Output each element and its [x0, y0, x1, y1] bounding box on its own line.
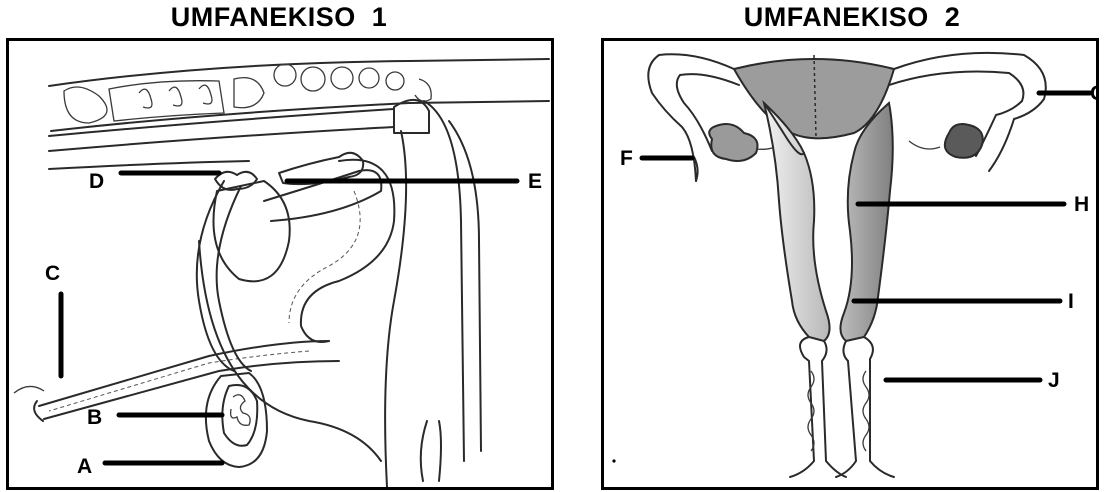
label-h: H — [1074, 193, 1089, 216]
stray-dot — [612, 459, 615, 462]
spermatic-cord-and-testis — [197, 181, 267, 467]
vertebral-column — [49, 59, 549, 131]
label-e: E — [528, 170, 542, 193]
label-g: G — [1090, 82, 1096, 105]
cervix-and-vagina — [790, 337, 894, 477]
label-b: B — [87, 406, 102, 429]
label-j: J — [1048, 369, 1060, 392]
female-reproductive-diagram: F G H I J — [604, 41, 1096, 487]
figure-1-title: UMFANEKISO 1 — [150, 2, 408, 33]
figure-2-title: UMFANEKISO 2 — [720, 2, 984, 33]
label-i: I — [1068, 290, 1074, 313]
male-reproductive-diagram: A B C D E — [9, 41, 551, 487]
figure-1-panel: A B C D E — [6, 38, 554, 490]
rectum-and-tail — [49, 100, 481, 487]
label-c: C — [45, 262, 60, 285]
label-d: D — [89, 170, 104, 193]
label-a: A — [77, 455, 92, 478]
figure-2-panel: F G H I J — [601, 38, 1099, 490]
label-f: F — [620, 147, 633, 170]
